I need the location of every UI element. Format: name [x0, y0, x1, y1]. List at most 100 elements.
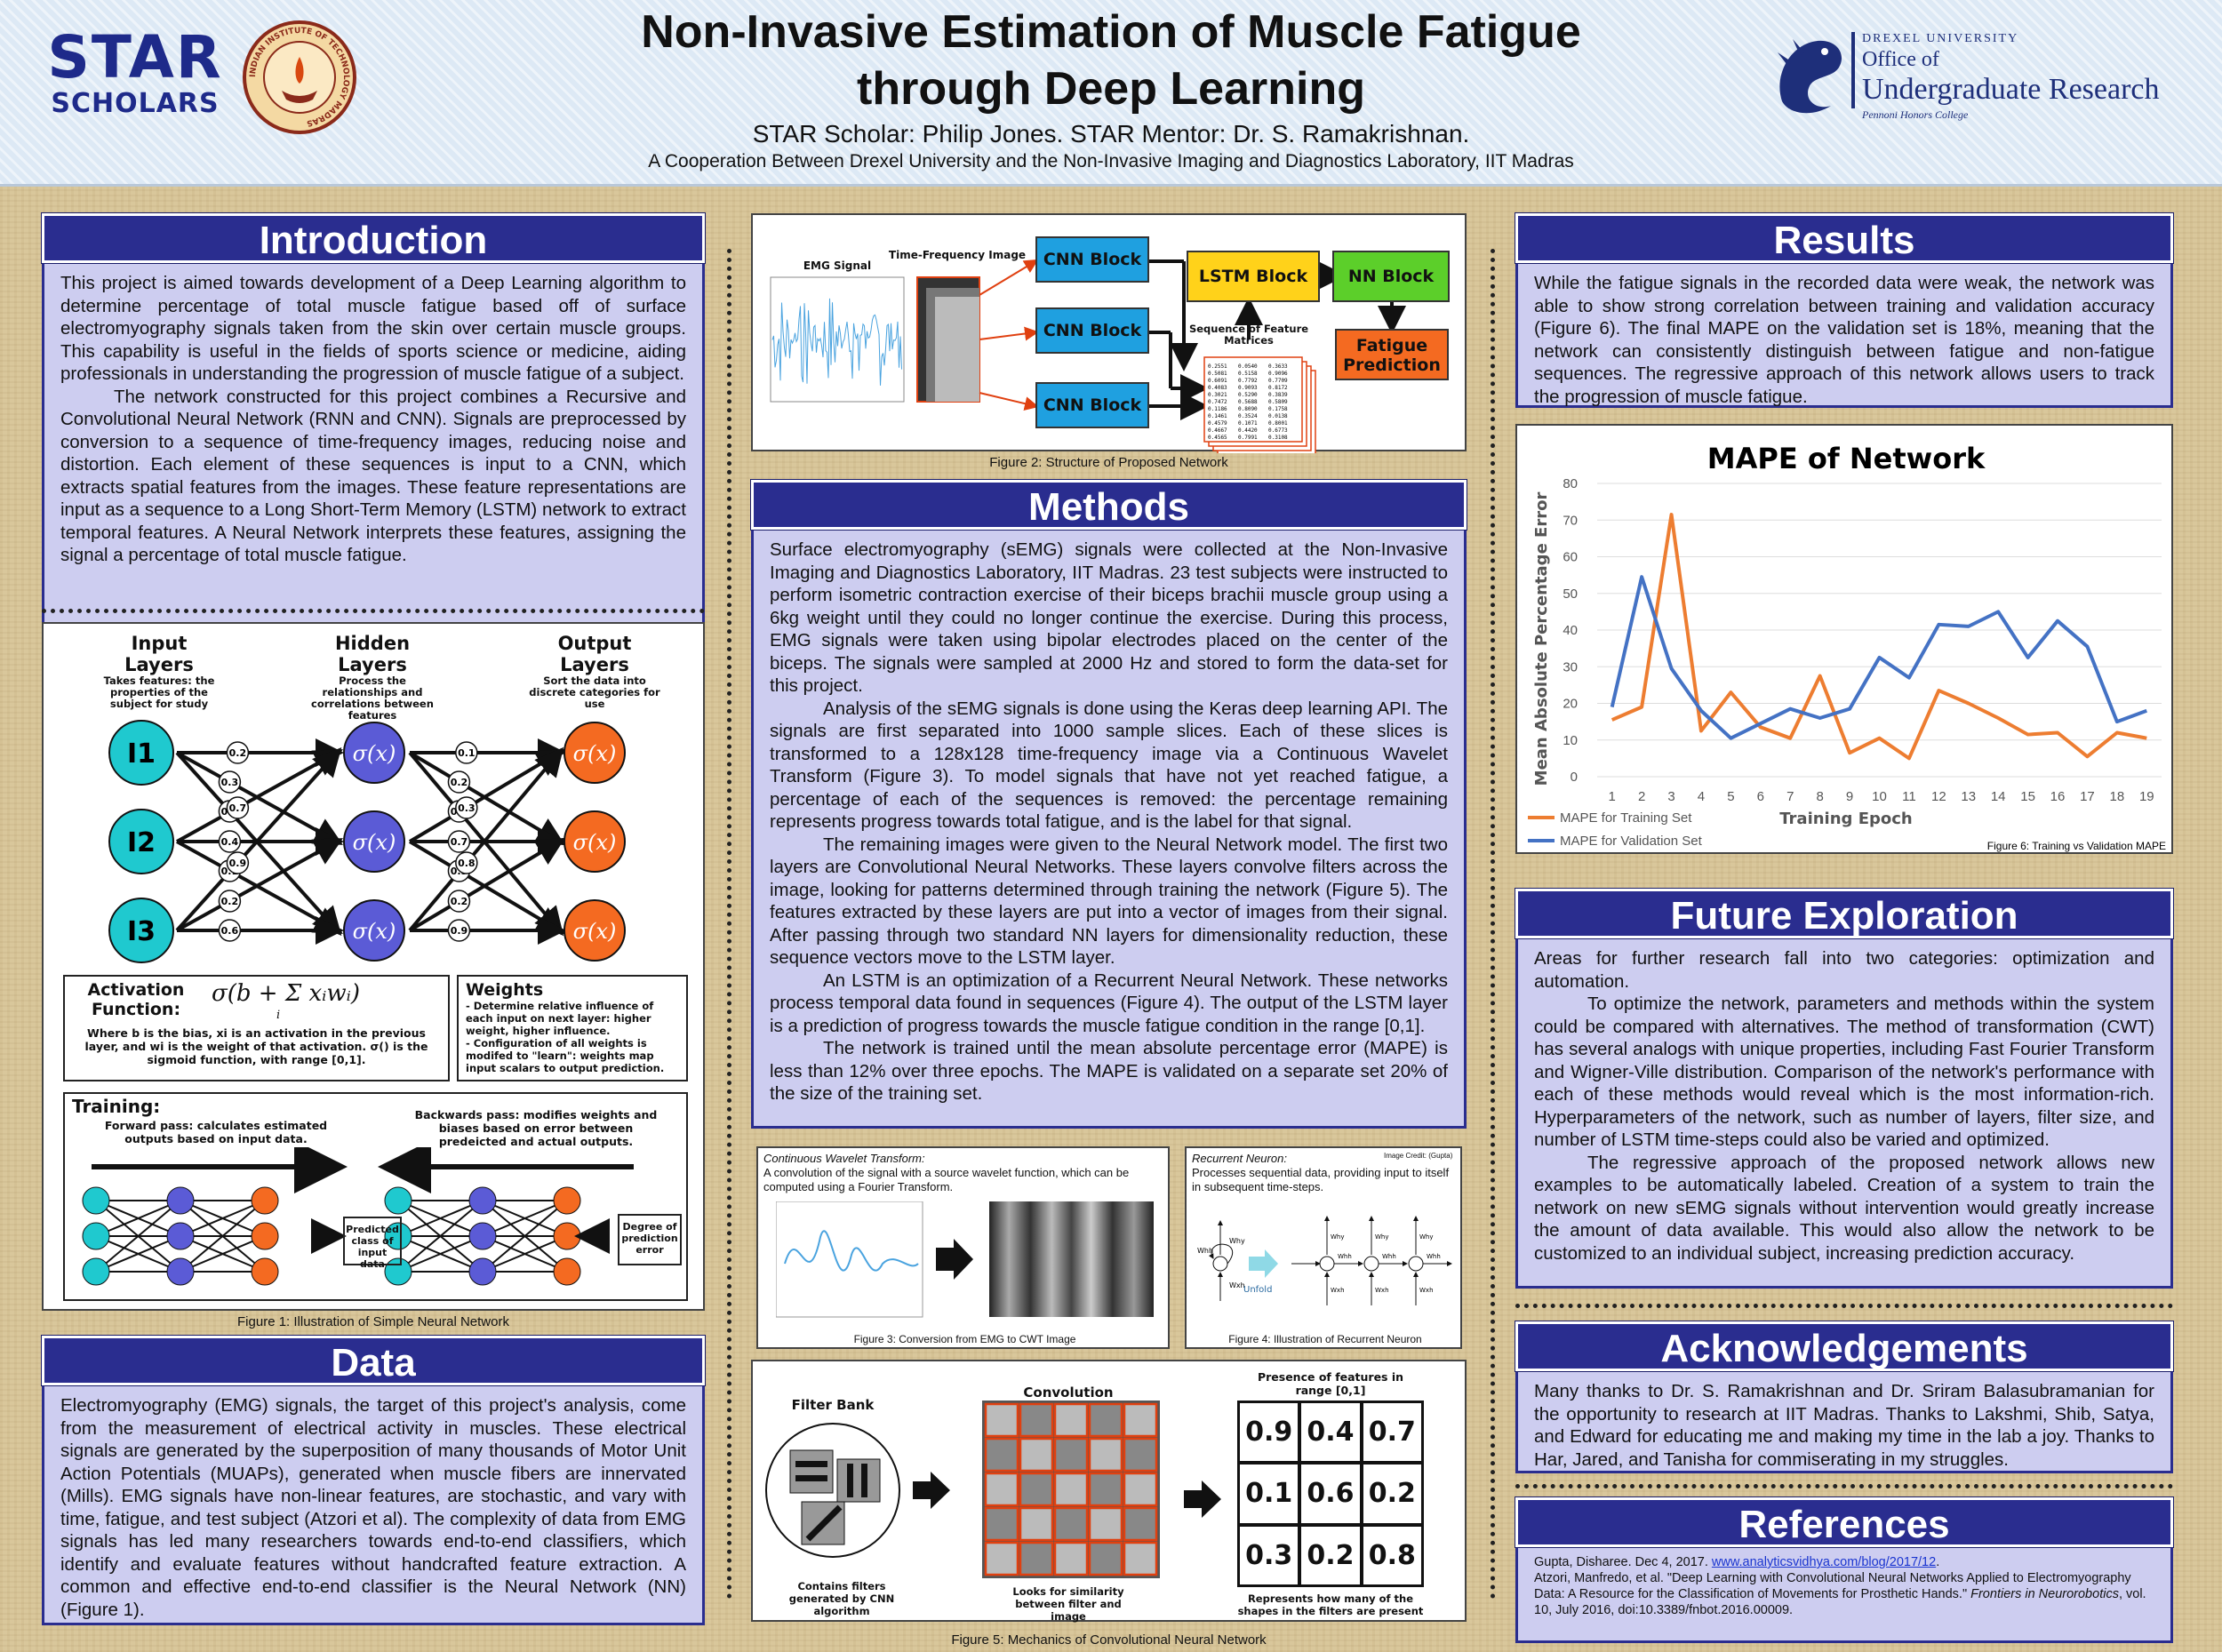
weight-label: 0.6: [221, 925, 239, 937]
output-node-label: σ(x): [573, 919, 617, 944]
cwt-title: Continuous Wavelet Transform:: [763, 1152, 925, 1165]
poster-header: STAR SCHOLARS INDIAN INSTITUTE OF TECHNO…: [0, 0, 2222, 187]
feature-value-cell: 0.8: [1363, 1526, 1421, 1584]
refs-body: Gupta, Disharee. Dec 4, 2017. www.analyt…: [1515, 1547, 2173, 1643]
sequence-label: Sequence of Feature Matrices: [1188, 323, 1309, 347]
activation-desc: Where b is the bias, xi is an activation…: [84, 1026, 428, 1066]
methods-p1: Surface electromyography (sEMG) signals …: [770, 539, 1448, 696]
weights-bullet-2: - Configuration of all weights is modife…: [466, 1037, 665, 1074]
hidden-layers-title: Hidden Layers: [334, 633, 411, 675]
series-line: [1610, 575, 2147, 740]
training-title: Training:: [72, 1096, 161, 1117]
star-scholars-logo: STAR SCHOLARS: [47, 23, 223, 119]
matrix-value: 0.2551: [1208, 363, 1227, 370]
weights-right: 0.10.20.60.30.70.50.80.20.9: [447, 741, 478, 942]
mini-edge: [95, 1235, 181, 1273]
conv-window: [1053, 1472, 1089, 1507]
weight-label: 0.1: [458, 747, 476, 759]
ack-body: Many thanks to Dr. S. Ramakrishnan and D…: [1515, 1371, 2173, 1473]
rnn-cell: [1363, 1256, 1379, 1272]
reference-1-link[interactable]: www.analyticsvidhya.com/blog/2017/12: [1711, 1555, 1937, 1569]
emg-waveform: [771, 298, 902, 386]
activation-function-box: Activation Function: σ(b + Σ xᵢwᵢ) i Whe…: [63, 975, 450, 1081]
weights-left: 0.20.30.50.70.40.10.90.20.6: [218, 741, 250, 942]
weight-label: 0.8: [458, 858, 476, 869]
conv-window: [1053, 1437, 1089, 1472]
x-tick-label: 7: [1786, 789, 1794, 804]
poster-title-line2: through Deep Learning: [857, 63, 1365, 115]
arrow-icon: [936, 1239, 973, 1280]
mini-node: [468, 1186, 497, 1215]
matrix-value: 0.3839: [1268, 392, 1288, 398]
methods-p5: The network is trained until the mean ab…: [770, 1038, 1448, 1104]
introduction-p1: This project is aimed towards developmen…: [60, 273, 686, 384]
matrix-value: 0.0540: [1238, 363, 1258, 370]
y-tick-label: 70: [1563, 513, 1578, 528]
feature-value-cell: 0.3: [1240, 1526, 1299, 1584]
introduction-body: This project is aimed towards developmen…: [42, 263, 705, 640]
x-tick-label: 11: [1902, 789, 1916, 804]
cnn-block-1: CNN Block: [1035, 236, 1149, 283]
results-heading: Results: [1515, 212, 2174, 264]
mini-edge: [95, 1200, 181, 1237]
conv-window: [1123, 1506, 1158, 1542]
matrix-value: 0.7991: [1238, 435, 1258, 441]
conv-window: [1088, 1402, 1123, 1438]
output-layers-desc: Sort the data into discrete categories f…: [529, 674, 660, 710]
matrix-value: 0.4083: [1208, 385, 1227, 391]
matrix-value: 0.8090: [1238, 406, 1258, 412]
matrix-value: 0.4565: [1208, 435, 1227, 441]
cnn-mechanics-diagram: [765, 1401, 1221, 1578]
dotted-separator: [42, 609, 705, 613]
mini-node: [251, 1186, 279, 1215]
matrix-value: 0.5688: [1238, 399, 1258, 405]
prediction-error-box: Degree of prediction error: [618, 1214, 682, 1265]
weights-box: Weights - Determine relative influence o…: [457, 975, 688, 1081]
conv-window: [1019, 1402, 1054, 1438]
conv-window: [1019, 1437, 1054, 1472]
figure2-caption: Figure 2: Structure of Proposed Network: [989, 455, 1228, 470]
weight-marker: [455, 741, 478, 764]
svg-text:Wxh: Wxh: [1229, 1281, 1245, 1289]
legend-validation: MAPE for Validation Set: [1560, 834, 1703, 849]
methods-p4: An LSTM is an optimization of a Recurren…: [770, 970, 1448, 1036]
data-heading: Data: [41, 1335, 706, 1386]
mini-node: [384, 1186, 412, 1215]
feature-matrix: [1203, 356, 1303, 443]
fatigue-prediction-block: Fatigue Prediction: [1335, 329, 1449, 380]
mini-node: [468, 1257, 497, 1286]
refs-section: References Gupta, Disharee. Dec 4, 2017.…: [1515, 1496, 2174, 1643]
cnn-block-2: CNN Block: [1035, 307, 1149, 354]
figure3-caption: Figure 3: Conversion from EMG to CWT Ima…: [853, 1333, 1076, 1345]
weight-marker: [226, 851, 250, 874]
weight-label: 0.2: [451, 777, 468, 788]
x-tick-label: 13: [1961, 789, 1976, 804]
represents-desc: Represents how many of the shapes in the…: [1237, 1592, 1424, 1617]
methods-p3: The remaining images were given to the N…: [770, 834, 1448, 969]
iit-madras-seal: INDIAN INSTITUTE OF TECHNOLOGY MADRAS: [242, 20, 357, 135]
matrix-value: 0.5809: [1268, 399, 1288, 405]
matrix-value: 0.3021: [1208, 392, 1227, 398]
x-tick-label: 15: [2020, 789, 2035, 804]
future-body: Areas for further research fall into two…: [1515, 938, 2173, 1289]
mini-node: [82, 1186, 110, 1215]
mini-node: [82, 1222, 110, 1250]
rnn-weight-label: Why: [1419, 1233, 1434, 1241]
weight-label: 0.9: [451, 925, 468, 937]
mini-node: [251, 1222, 279, 1250]
conv-window: [1019, 1506, 1054, 1542]
matrix-value: 0.9096: [1268, 371, 1288, 377]
conv-window: [984, 1541, 1019, 1576]
conv-window: [1123, 1472, 1158, 1507]
mini-edge: [482, 1200, 568, 1273]
mini-node: [251, 1257, 279, 1286]
matrix-value: 0.4667: [1208, 427, 1227, 434]
weight-label: 0.7: [451, 836, 468, 848]
y-tick-label: 10: [1563, 733, 1578, 748]
rnn-title: Recurrent Neuron:: [1192, 1152, 1287, 1165]
x-tick-label: 6: [1757, 789, 1764, 804]
unfold-arrow: [1249, 1249, 1278, 1278]
output-node-label: σ(x): [573, 741, 617, 766]
